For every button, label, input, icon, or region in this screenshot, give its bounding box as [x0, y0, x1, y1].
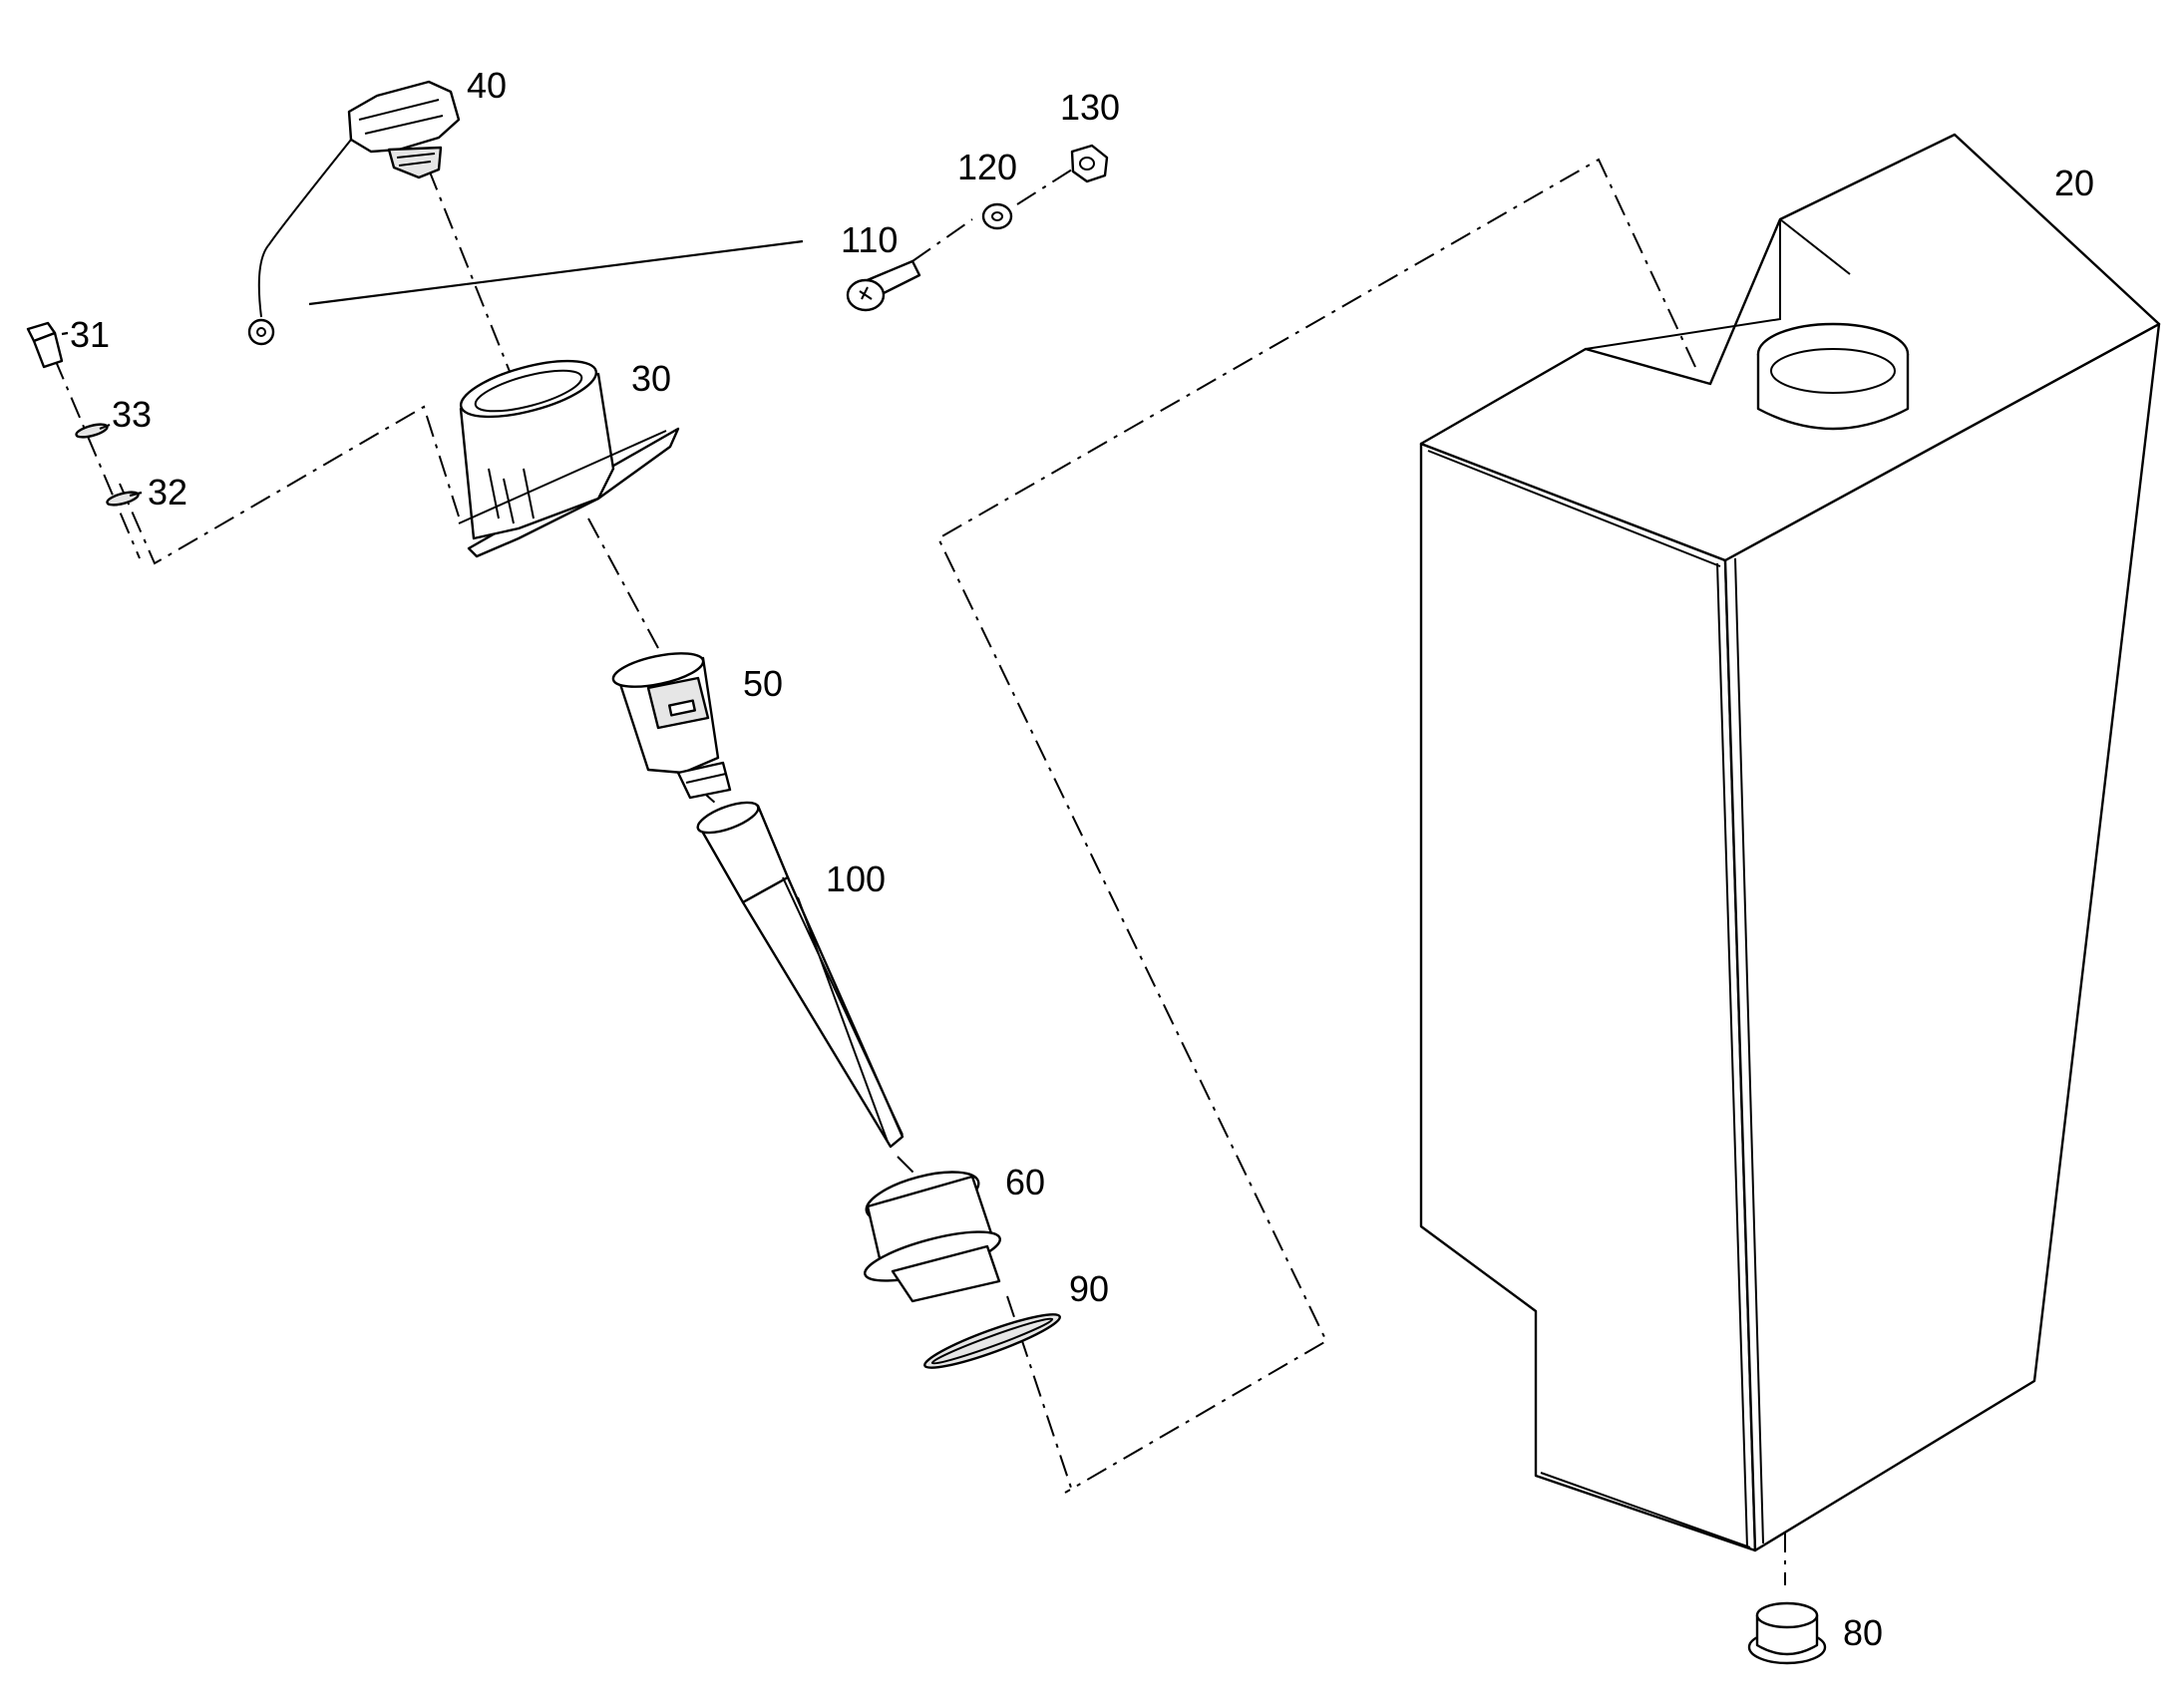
callout-60: 60: [1005, 1162, 1045, 1202]
callout-120: 120: [957, 147, 1017, 187]
callout-31: 31: [70, 314, 110, 355]
filler-cap: [247, 80, 461, 346]
callout-90: 90: [1069, 1268, 1109, 1309]
cap-tether: [257, 139, 352, 318]
tank-20: [1419, 133, 2161, 1552]
callout-30: 30: [631, 358, 671, 399]
screw-axis: [54, 358, 141, 559]
callout-33: 33: [112, 394, 152, 435]
tank-bracket-line: [936, 158, 1696, 1494]
nut-130: [1070, 144, 1109, 183]
callout-80: 80: [1843, 1612, 1883, 1653]
callout-32: 32: [148, 472, 187, 512]
oring-90: [923, 1313, 1061, 1369]
callout-20: 20: [2054, 163, 2094, 203]
leader-lines: [61, 239, 804, 498]
bolt-110: [846, 259, 921, 312]
filler-neck: [458, 359, 680, 558]
callout-130: 130: [1060, 87, 1120, 128]
washer-120: [981, 202, 1013, 230]
neck-screw-connector: [119, 405, 460, 565]
tether-eyelet: [247, 318, 275, 346]
callout-110: 110: [841, 219, 898, 260]
flange-60: [864, 1171, 1001, 1303]
screw-31: [26, 321, 64, 369]
washer-33: [75, 423, 109, 439]
callout-50: 50: [743, 663, 783, 704]
housing-50: [611, 652, 732, 800]
bolt-axis: [911, 169, 1073, 262]
sender-100: [696, 801, 905, 1149]
callout-100: 100: [826, 858, 886, 899]
callout-40: 40: [467, 65, 507, 106]
callout-labels: 40 130 120 110 20 31 33 32 30 50 100 60 …: [70, 65, 2094, 1653]
drain-plug-80: [1747, 1601, 1827, 1665]
